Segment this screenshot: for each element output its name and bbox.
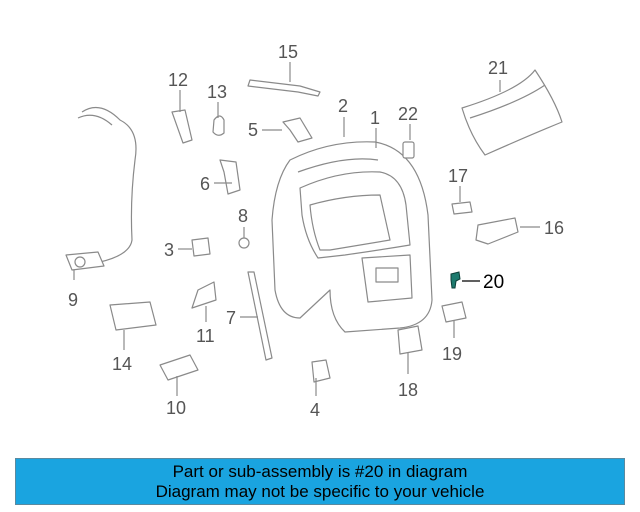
part-14 — [109, 301, 157, 331]
callout-5: 5 — [248, 120, 258, 140]
callout-17: 17 — [448, 166, 468, 186]
part-4 — [311, 359, 331, 383]
callout-15: 15 — [278, 42, 298, 62]
callout-22: 22 — [398, 104, 418, 124]
callout-10: 10 — [166, 398, 186, 418]
part-10 — [159, 354, 199, 381]
callout-16: 16 — [544, 218, 564, 238]
callout-19: 19 — [442, 344, 462, 364]
liftgate-panel — [271, 141, 433, 333]
parts-diagram: 1 2 3 4 5 6 7 8 9 10 11 12 13 14 15 16 1… — [65, 42, 564, 420]
callout-1: 1 — [370, 108, 380, 128]
callout-8: 8 — [238, 206, 248, 226]
part-17 — [451, 201, 473, 215]
callout-6: 6 — [200, 174, 210, 194]
part-13 — [212, 115, 225, 136]
part-15 — [247, 79, 321, 97]
part-12 — [171, 109, 193, 144]
callout-2: 2 — [338, 96, 348, 116]
part-20-highlight — [450, 271, 461, 289]
callout-11: 11 — [196, 326, 215, 346]
part-7 — [247, 271, 273, 361]
part-19 — [441, 301, 467, 323]
part-3 — [191, 237, 211, 257]
callout-13: 13 — [207, 82, 227, 102]
info-banner: Part or sub-assembly is #20 in diagram D… — [15, 458, 625, 505]
washer-hose — [65, 106, 137, 271]
liftgate-glass — [461, 69, 563, 156]
part-6 — [219, 159, 241, 195]
leader-lines — [73, 62, 540, 396]
callout-12: 12 — [168, 70, 188, 90]
part-11 — [191, 281, 217, 309]
callout-9: 9 — [68, 290, 78, 310]
callout-7: 7 — [226, 308, 236, 328]
callout-labels: 1 2 3 4 5 6 7 8 9 10 11 12 13 14 15 16 1… — [68, 42, 564, 420]
banner-line-2: Diagram may not be specific to your vehi… — [155, 482, 485, 501]
part-5 — [282, 117, 313, 143]
callout-18: 18 — [398, 380, 418, 400]
banner-line-1: Part or sub-assembly is #20 in diagram — [172, 462, 468, 481]
part-18 — [397, 325, 423, 355]
part-8 — [238, 237, 250, 249]
callout-21: 21 — [488, 58, 508, 78]
part-16 — [475, 217, 519, 245]
callout-4: 4 — [310, 400, 320, 420]
part-22 — [402, 141, 415, 159]
callout-3: 3 — [164, 240, 174, 260]
small-parts — [109, 79, 519, 383]
callout-14: 14 — [112, 354, 132, 374]
callout-20: 20 — [483, 272, 504, 293]
